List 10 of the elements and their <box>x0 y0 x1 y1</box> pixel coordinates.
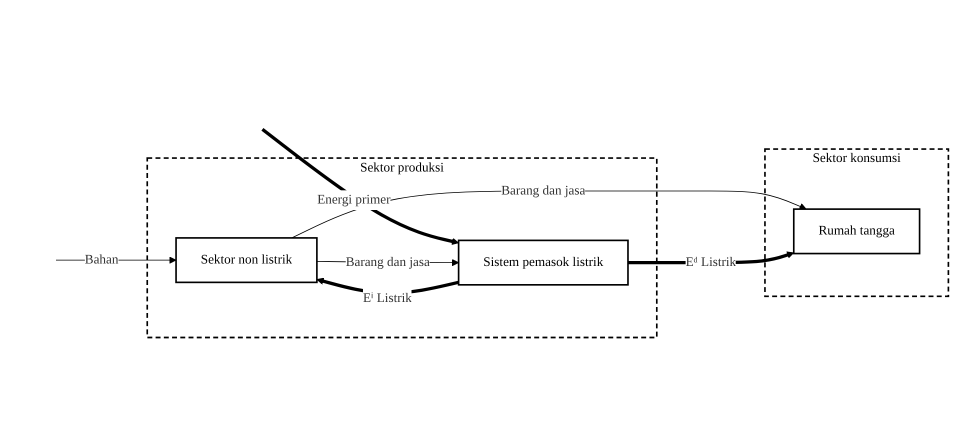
edge-label: Barang dan jasa <box>501 184 586 198</box>
node-box: Rumah tangga <box>792 208 920 255</box>
node-box: Sektor non listrik <box>175 238 318 284</box>
arrow <box>261 128 459 246</box>
edge-label: Bahan <box>84 253 118 268</box>
edge-label: Energi primer <box>317 193 390 208</box>
edge-label: Barang dan jasa <box>346 256 430 270</box>
edge-label: Eᵈ Listrik <box>686 256 736 270</box>
node-box: Sistem pemasok listrik <box>458 240 629 286</box>
edge-label: Eⁱ Listrik <box>362 292 412 306</box>
